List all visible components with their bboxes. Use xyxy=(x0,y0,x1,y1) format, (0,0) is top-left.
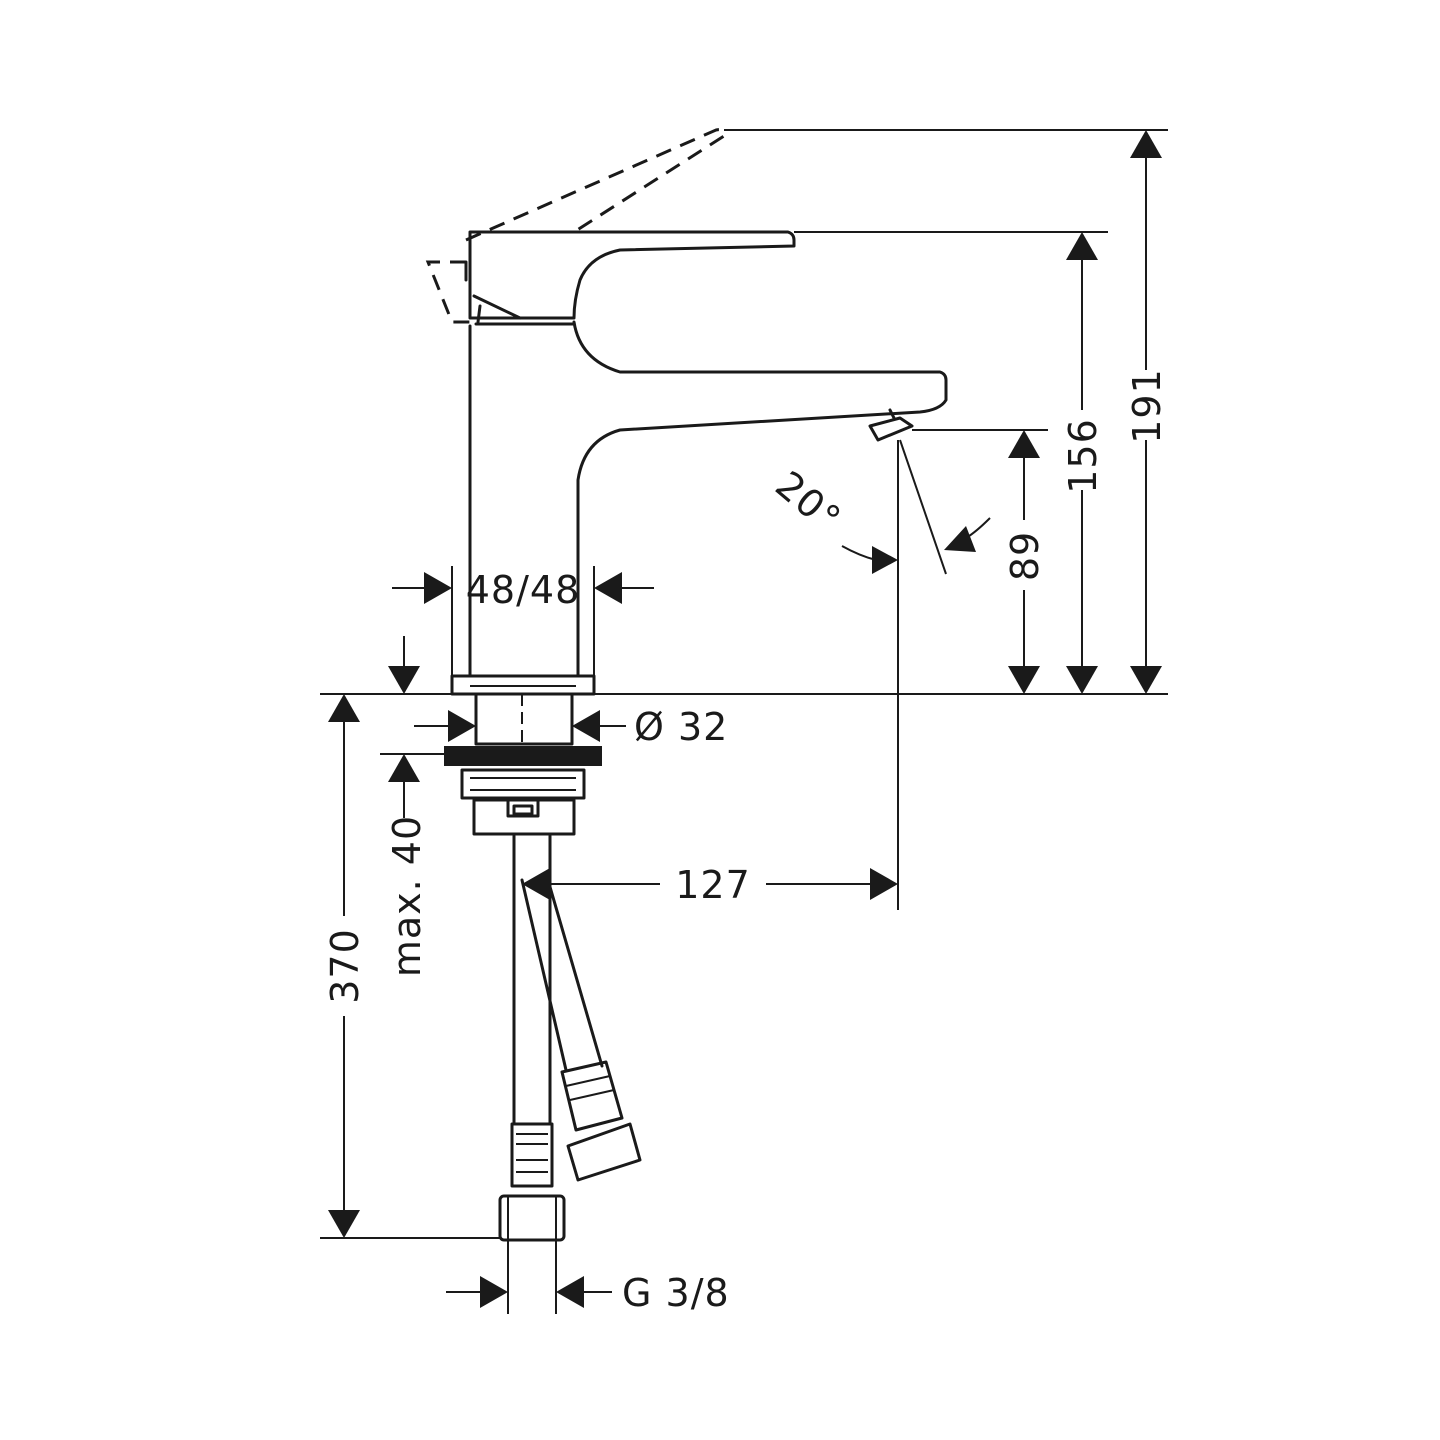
dim-370 xyxy=(328,694,360,1238)
lever-open-position xyxy=(425,128,726,324)
label-20deg: 20° xyxy=(767,463,849,542)
label-max-40: max. 40 xyxy=(385,815,429,977)
dim-left-down xyxy=(388,636,420,694)
dim-48-48 xyxy=(392,572,654,604)
label-191: 191 xyxy=(1125,368,1169,444)
reference-lines xyxy=(320,129,1168,1314)
label-127: 127 xyxy=(675,863,751,907)
dim-dia-32 xyxy=(414,710,626,742)
dim-191 xyxy=(1130,130,1162,694)
dim-20deg xyxy=(841,517,991,574)
dim-g38 xyxy=(446,1276,612,1308)
dim-89 xyxy=(1008,430,1040,694)
label-g38: G 3/8 xyxy=(622,1271,730,1315)
dim-156 xyxy=(1066,232,1098,694)
label-370: 370 xyxy=(323,928,367,1004)
label-dia-32: Ø 32 xyxy=(634,705,728,749)
faucet-body xyxy=(450,230,948,696)
label-156: 156 xyxy=(1061,418,1105,494)
dim-127 xyxy=(522,868,898,900)
label-48-48: 48/48 xyxy=(466,568,581,612)
dim-max-40 xyxy=(388,754,420,818)
mounting-assembly xyxy=(444,692,642,1242)
label-89: 89 xyxy=(1003,531,1047,581)
